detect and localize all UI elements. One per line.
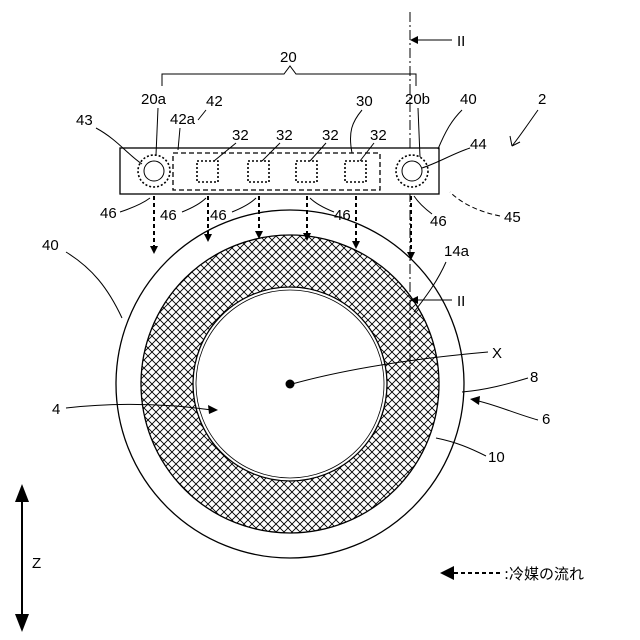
legend: :冷媒の流れ (440, 565, 584, 583)
label-40-left: 40 (42, 237, 59, 254)
header-bar-40 (120, 148, 439, 194)
label-45: 45 (504, 209, 521, 226)
label-40-top: 40 (460, 91, 477, 108)
label-z: Z (32, 555, 41, 572)
leader-43 (96, 128, 142, 164)
label-46-1: 46 (100, 205, 117, 222)
leader-6 (474, 400, 538, 420)
label-42: 42 (206, 93, 223, 110)
label-32-1: 32 (232, 127, 249, 144)
label-44: 44 (470, 136, 487, 153)
label-30: 30 (356, 93, 373, 110)
section-mark-top: II (457, 33, 465, 50)
label-10: 10 (488, 449, 505, 466)
label-20: 20 (280, 49, 297, 66)
label-46-2: 46 (160, 207, 177, 224)
leader-30 (350, 110, 362, 153)
label-20b: 20b (405, 91, 430, 108)
legend-text: :冷媒の流れ (504, 565, 584, 583)
leader-42 (198, 110, 206, 120)
label-46-5: 46 (430, 213, 447, 230)
z-arrow-up (15, 484, 29, 502)
leader-46-1 (120, 198, 150, 212)
section-mark-mid: II (457, 293, 465, 310)
leader-46-5 (414, 196, 432, 214)
label-46-4: 46 (334, 207, 351, 224)
label-43: 43 (76, 112, 93, 129)
label-6: 6 (542, 411, 550, 428)
leader-6-arrow (470, 396, 480, 405)
label-32-4: 32 (370, 127, 387, 144)
label-32-2: 32 (276, 127, 293, 144)
leader-40-left (66, 252, 122, 318)
leader-45 (450, 192, 500, 216)
brace-20 (162, 66, 416, 86)
label-14a: 14a (444, 243, 470, 260)
leader-2 (512, 110, 538, 146)
leader-42a (178, 128, 180, 150)
leader-46-2 (182, 198, 206, 212)
z-arrow-down (15, 614, 29, 632)
label-x: X (492, 345, 502, 362)
label-20a: 20a (141, 91, 167, 108)
label-8: 8 (530, 369, 538, 386)
leader-8 (462, 378, 528, 392)
label-46-3: 46 (210, 207, 227, 224)
label-4: 4 (52, 401, 60, 418)
label-42a: 42a (170, 111, 196, 128)
label-32-3: 32 (322, 127, 339, 144)
leader-46-4 (310, 198, 334, 212)
rotor-assembly (116, 210, 464, 558)
leader-46-3 (232, 198, 256, 212)
leader-40-top (438, 110, 462, 149)
legend-arrowhead (440, 566, 454, 580)
label-2: 2 (538, 91, 546, 108)
